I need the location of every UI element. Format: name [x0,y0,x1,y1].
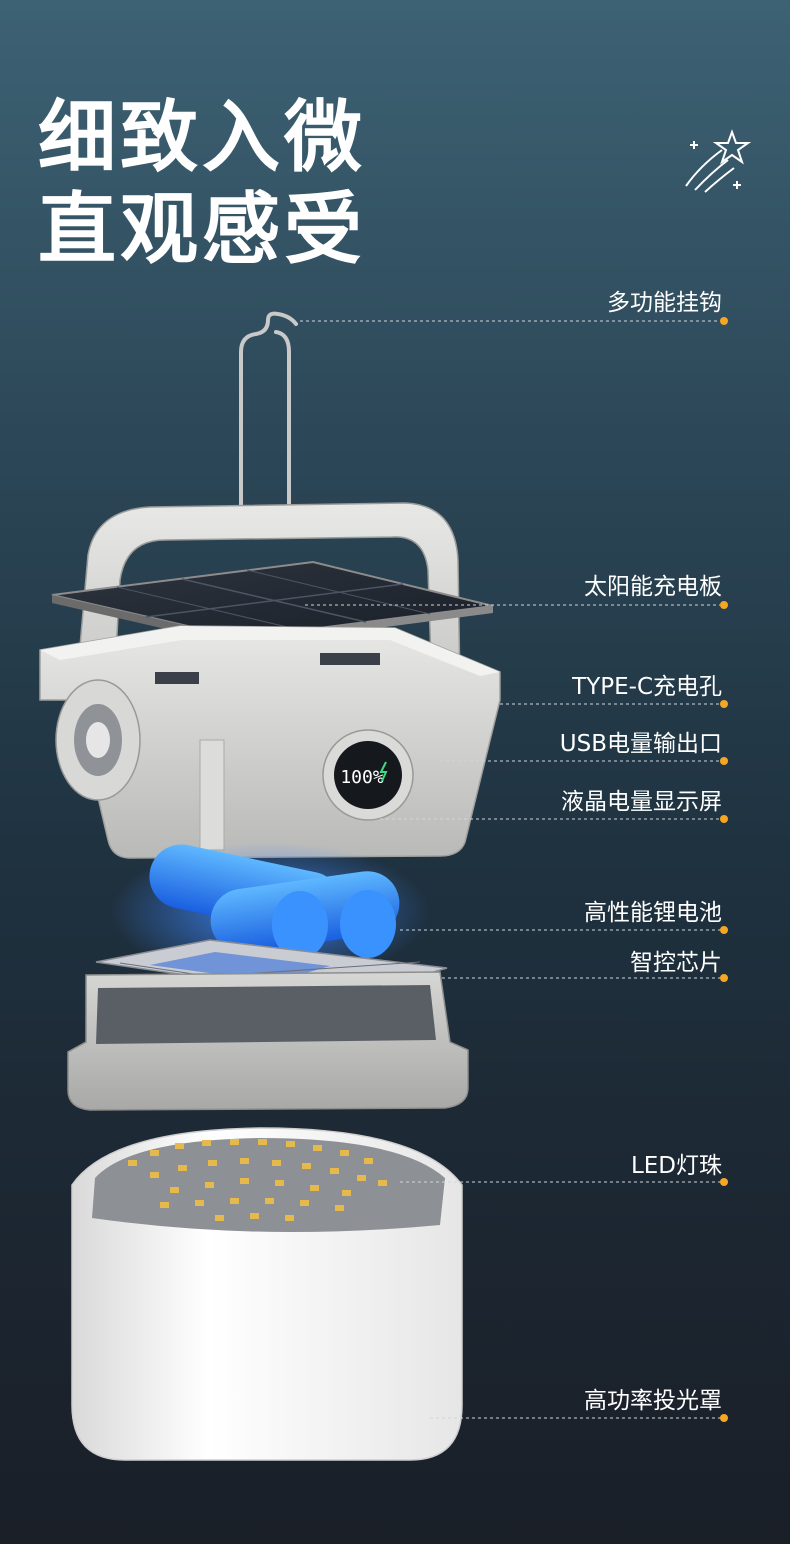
callout-solar-label: 太阳能充电板 [584,574,722,600]
led-beads [128,1139,387,1221]
star-sparkle-icon [685,129,752,193]
lantern-body: 100% [39,625,501,859]
battery-lcd [334,741,402,809]
callout-lcd-label: 液晶电量显示屏 [561,789,722,815]
hook [239,311,298,510]
callout-usb-label: USB电量输出口 [559,731,722,757]
callout-hook-label: 多功能挂钩 [607,290,722,316]
base-tray [67,971,469,1111]
light-cover [71,1127,463,1461]
callout-leaders [300,320,722,1419]
typec-port [155,672,199,684]
callout-led-label: LED灯珠 [630,1153,722,1179]
callout-dots [720,317,728,1422]
usb-port [320,653,380,665]
callout-battery-label: 高性能锂电池 [584,900,722,926]
headline: 细致入微 直观感受 [38,92,366,276]
headline-line2: 直观感受 [38,185,367,275]
headline-line1: 细致入微 [38,93,367,183]
callout-chip-label: 智控芯片 [630,950,722,976]
battery-lcd-value: 100% [340,767,384,788]
callout-cover-label: 高功率投光罩 [584,1388,722,1414]
callout-typec-label: TYPE-C充电孔 [572,674,722,700]
